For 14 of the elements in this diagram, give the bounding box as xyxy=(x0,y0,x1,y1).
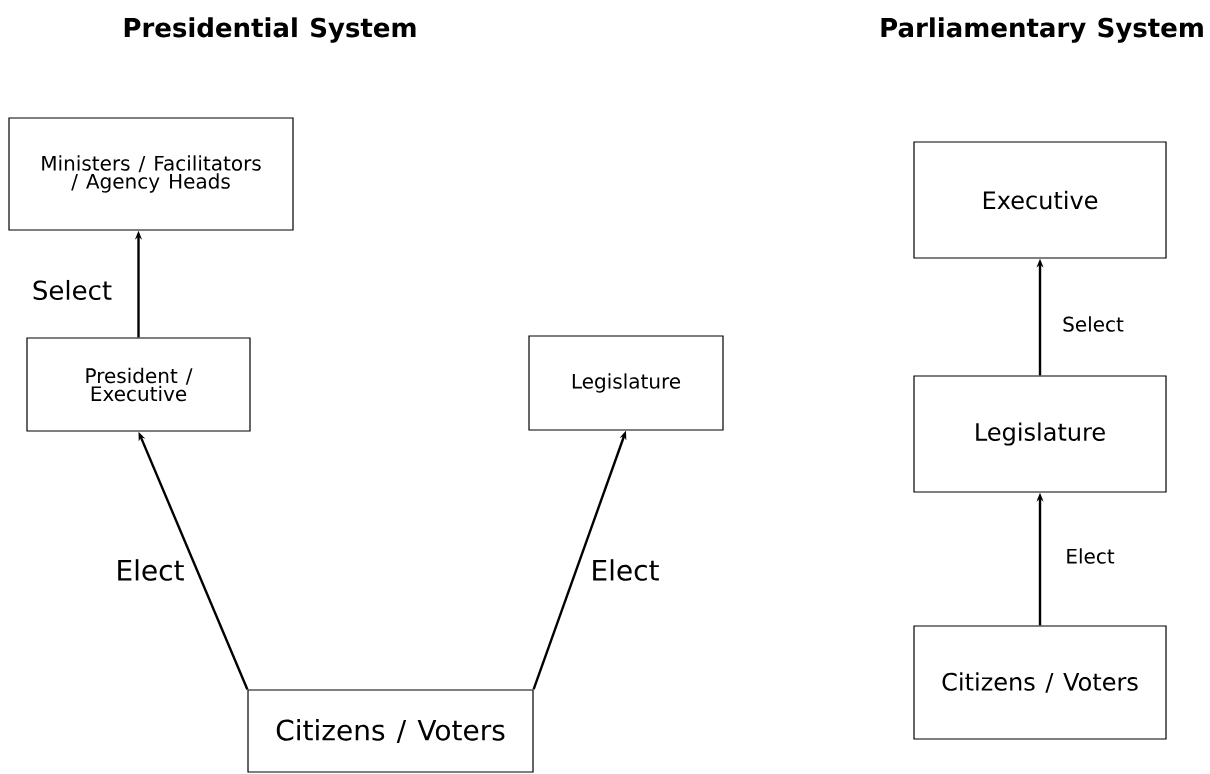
edge-label: Elect xyxy=(118,559,184,581)
box: Ministers / Facilitators / Agency Heads xyxy=(8,117,294,231)
box: Citizens / Voters xyxy=(913,625,1167,740)
edge-label: Select xyxy=(33,279,112,301)
box: Executive xyxy=(913,141,1167,259)
box: Citizens / Voters xyxy=(247,689,534,773)
box: Legislature xyxy=(528,335,724,431)
box: Legislature xyxy=(913,375,1167,493)
edge-label: Select xyxy=(1063,316,1124,332)
edge-label: Elect xyxy=(593,559,659,581)
title: Parliamentary System xyxy=(881,17,1203,43)
edge-label: Elect xyxy=(1067,548,1115,564)
box: President / Executive xyxy=(26,337,251,432)
title: Presidential System xyxy=(124,17,416,43)
